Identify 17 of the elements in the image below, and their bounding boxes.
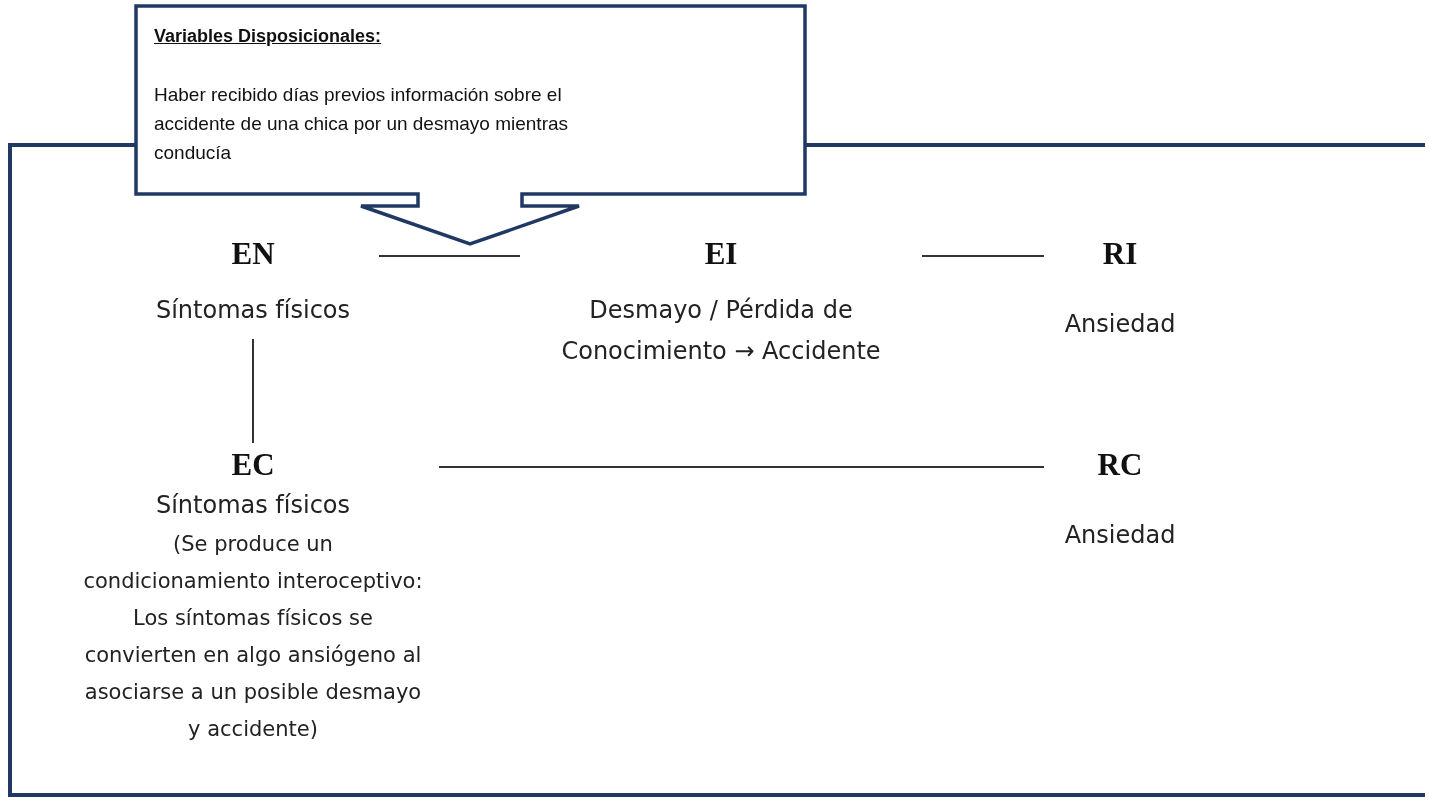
abbreviation: EC: [230, 447, 276, 483]
callout-text: Haber recibido días previos información sobre el accidente de una chica por un desmayo mientras conducía: [154, 83, 570, 165]
concept-label: Síntomas físicos: [154, 295, 352, 326]
concept-label: Ansiedad: [1063, 309, 1177, 340]
connector-line: [438, 466, 1045, 468]
abbreviation: EN: [230, 236, 276, 272]
concept-label: Síntomas físicos: [154, 490, 352, 521]
concept-note: (Se produce un condicionamiento interoceptivo: Los síntomas físicos se convierten en algo ansiógeno al asociarse a un posible desmayo y accidente): [82, 531, 424, 743]
concept-label: Ansiedad: [1063, 520, 1177, 551]
abbreviation: RC: [1096, 447, 1144, 483]
callout-heading: Variables Disposicionales:: [154, 26, 382, 47]
connector-line: [378, 255, 521, 257]
abbreviation: RI: [1101, 236, 1139, 272]
connector-line: [921, 255, 1045, 257]
concept-label: Desmayo / Pérdida de Conocimiento → Accidente: [560, 295, 882, 367]
abbreviation: EI: [703, 236, 739, 272]
connector-line: [252, 338, 254, 444]
